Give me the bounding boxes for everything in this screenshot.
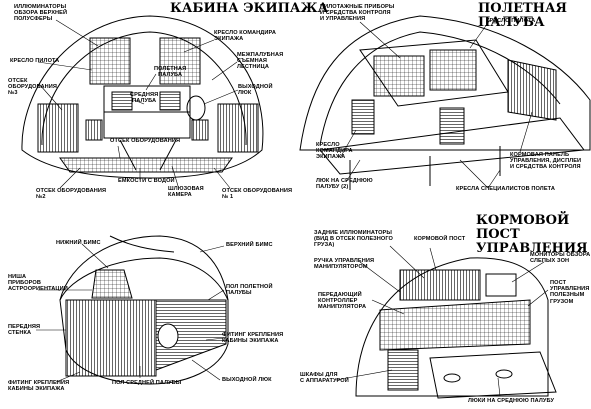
label-equipment-bay-2: ОТСЕК ОБОРУДОВАНИЯ №2 bbox=[36, 188, 107, 201]
crew-cabin-title: КАБИНА ЭКИПАЖА bbox=[170, 1, 329, 16]
label-aft-middeck-hatch: ЛЮКИ НА СРЕДНЮЮ ПАЛУБУ bbox=[468, 398, 555, 404]
crew-cabin-drawing bbox=[21, 15, 264, 179]
flight-deck-title: ПОЛЕТНАЯ ПАЛУБА bbox=[478, 1, 568, 30]
label-pilot-seat: КРЕСЛО ПИЛОТА bbox=[10, 58, 60, 64]
label-fd-commander-seat: КРЕСЛО КОМАНДИРА ЭКИПАЖА bbox=[316, 142, 353, 161]
label-equipment-bays: ОТСЕК ОБОРУДОВАНИЯ bbox=[110, 138, 181, 144]
label-middeck: СРЕДНЯЯ ПАЛУБА bbox=[130, 92, 159, 105]
module-exterior-drawing bbox=[59, 235, 229, 385]
label-fd-middeck-hatch: ЛЮК НА СРЕДНЮЮ ПАЛУБУ (2) bbox=[316, 178, 373, 191]
label-commander-seat: КРЕСЛО КОМАНДИРА ЭКИПАЖА bbox=[214, 30, 276, 43]
label-aft-post: КОРМОВОЙ ПОСТ bbox=[414, 236, 466, 242]
label-exit-hatch: ВЫХОДНОЙ ЛЮК bbox=[222, 377, 272, 383]
aft-station-leaders bbox=[335, 245, 549, 397]
label-middeck-floor: ПОЛ СРЕДНЕЙ ПАЛУБЫ bbox=[112, 380, 182, 386]
label-flight-deck: ПОЛЕТНАЯ ПАЛУБА bbox=[154, 66, 187, 79]
label-illuminators: ИЛЛЮМИНАТОРЫ ОБЗОРА ВЕРХНЕЙ ПОЛУСФЕРЫ bbox=[14, 4, 68, 23]
label-water-tanks: ЕМКОСТИ С ВОДОЙ bbox=[118, 178, 175, 184]
aft-station-title: КОРМОВОЙ ПОСТ УПРАВЛЕНИЯ bbox=[476, 213, 588, 256]
label-airlock: ШЛЮЗОВАЯ КАМЕРА bbox=[168, 186, 204, 199]
label-lower-bims: НИЖНИЙ БИМС bbox=[56, 240, 101, 246]
flight-deck-leaders bbox=[339, 19, 533, 189]
label-hatch: ВЫХОДНОЙ ЛЮК bbox=[238, 84, 273, 97]
label-rear-windows: ЗАДНИЕ ИЛЛЮМИНАТОРЫ (ВИД В ОТСЕК ПОЛЕЗНО… bbox=[314, 230, 393, 249]
label-equipment-bay-1: ОТСЕК ОБОРУДОВАНИЯ № 1 bbox=[222, 188, 293, 201]
label-equipment-bay-3: ОТСЕК ОБОРУДОВАНИЯ №3 bbox=[8, 78, 57, 97]
label-upper-bims: ВЕРХНИЙ БИМС bbox=[226, 242, 273, 248]
crew-cabin-leaders bbox=[37, 19, 239, 189]
label-fd-pilot-seat: КРЕСЛО ПИЛОТА bbox=[486, 18, 536, 24]
label-manip-handle: РУЧКА УПРАВЛЕНИЯ МАНИПУЛЯТОРОМ bbox=[314, 258, 375, 271]
aft-station-drawing bbox=[355, 257, 557, 399]
module-exterior-leaders bbox=[36, 243, 225, 383]
flight-deck-drawing bbox=[299, 15, 591, 190]
label-specialist-seats: КРЕСЛА СПЕЦИАЛИСТОВ ПОЛЕТА bbox=[456, 186, 555, 192]
label-cabinets: ШКАФЫ ДЛЯ С АППАРАТУРОЙ bbox=[300, 372, 349, 385]
label-flight-deck-floor: ПОЛ ПОЛЕТНОЙ ПАЛУБЫ bbox=[226, 284, 273, 297]
label-astro-niche: НИША ПРИБОРОВ АСТРООРИЕНТАЦИИ bbox=[8, 274, 68, 293]
label-instruments: ПИЛОТАЖНЫЕ ПРИБОРЫ И СРЕДСТВА КОНТРОЛЯ И… bbox=[320, 4, 395, 23]
label-blind-monitors: МОНИТОРЫ ОБЗОРА СЛЕПЫХ ЗОН bbox=[530, 252, 591, 265]
label-payload-post: ПОСТ УПРАВЛЕНИЯ ПОЛЕЗНЫМ ГРУЗОМ bbox=[550, 280, 590, 305]
label-mount-right: ФИТИНГ КРЕПЛЕНИЯ КАБИНЫ ЭКИПАЖА bbox=[222, 332, 284, 345]
label-mount-left: ФИТИНГ КРЕПЛЕНИЯ КАБИНЫ ЭКИПАЖА bbox=[8, 380, 70, 393]
label-manip-controller: ПЕРЕДАЮЩИЙ КОНТРОЛЛЕР МАНИПУЛЯТОРА bbox=[318, 292, 367, 311]
label-ladder: МЕЖПАЛУБНАЯ СЪЕМНАЯ ЛЕСТНИЦА bbox=[237, 52, 284, 71]
label-front-wall: ПЕРЕДНЯЯ СТЕНКА bbox=[8, 324, 41, 337]
label-aft-panel: КОРМОВАЯ ПАНЕЛЬ УПРАВЛЕНИЯ, ДИСПЛЕИ И СР… bbox=[510, 152, 582, 171]
